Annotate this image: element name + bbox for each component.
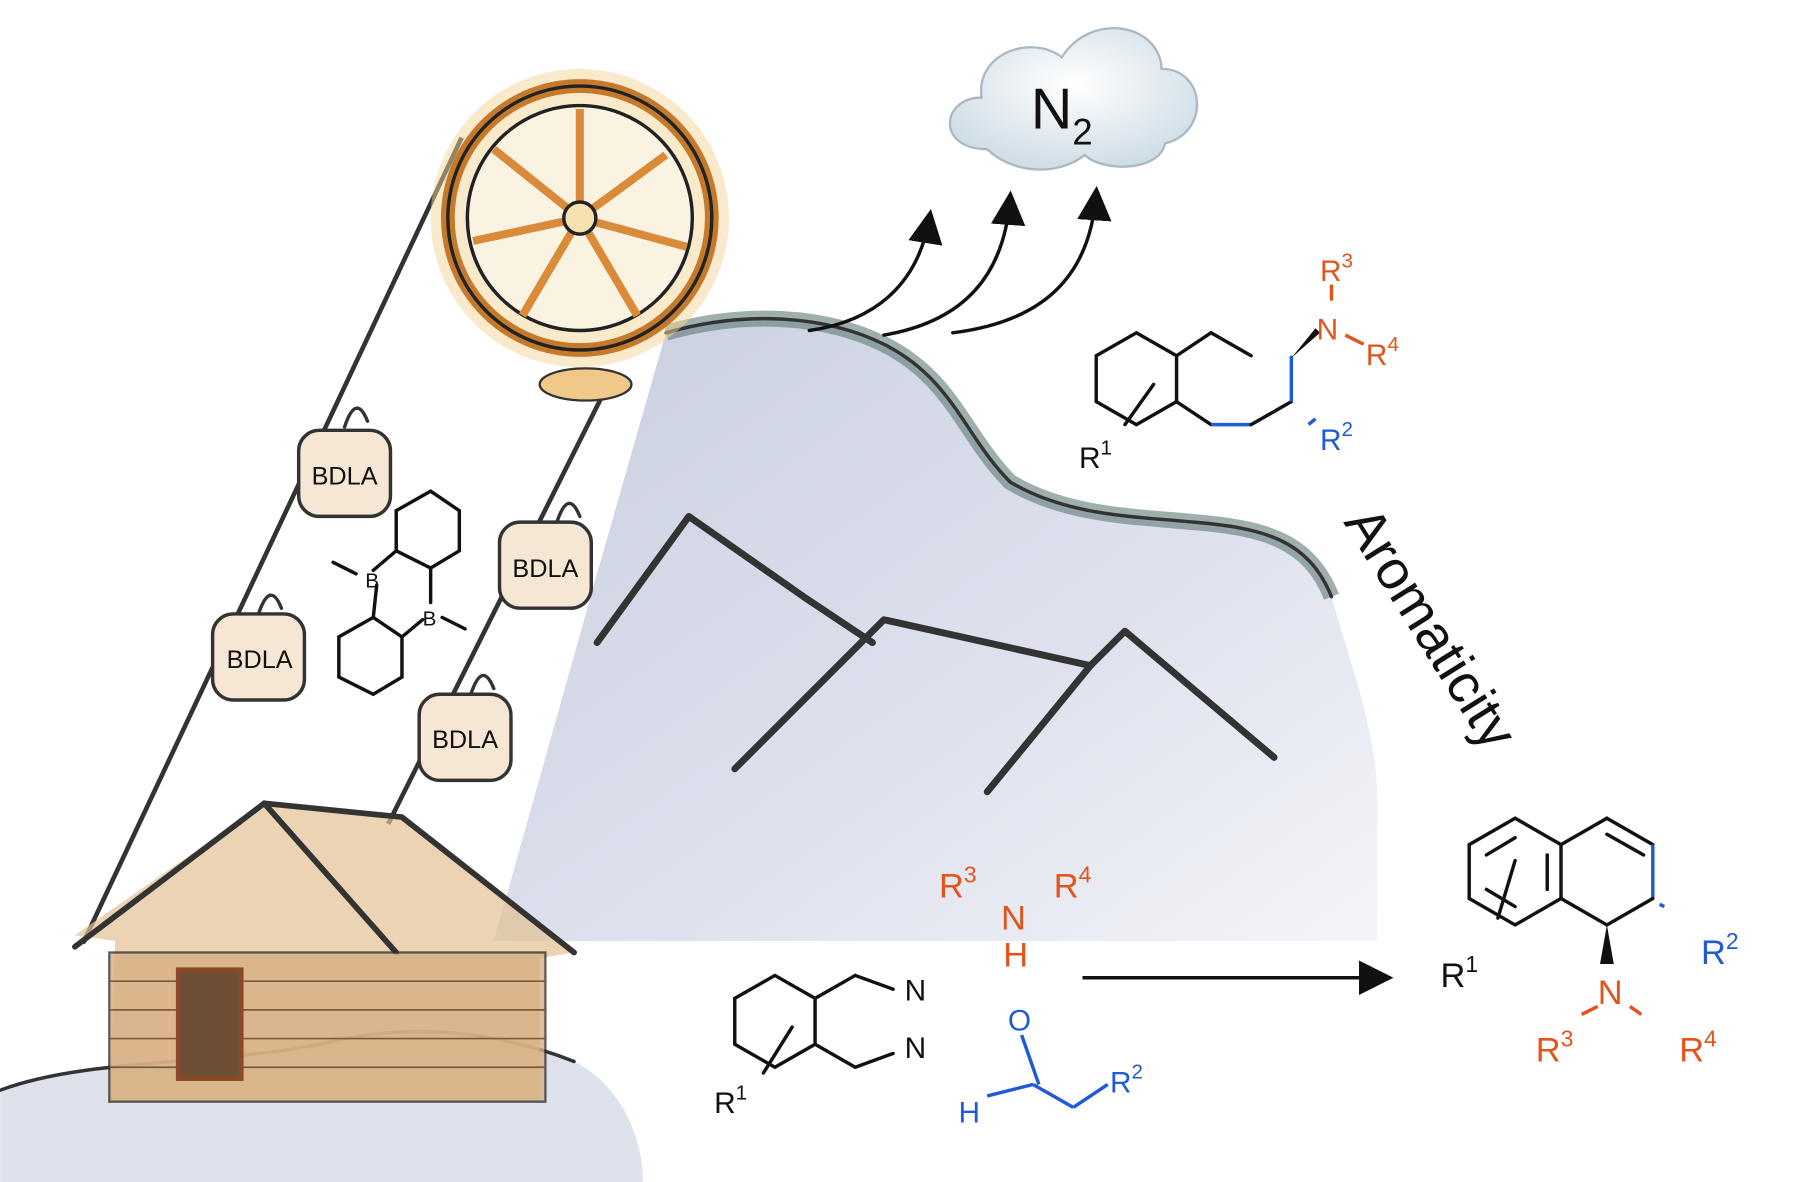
rope-left bbox=[80, 136, 464, 945]
catalyst-structure: B B bbox=[331, 489, 467, 697]
final-product-structure: R1 R2 N R3 R4 bbox=[1441, 816, 1739, 1070]
r3-label: R3 bbox=[1320, 249, 1353, 288]
svg-text:R1: R1 bbox=[714, 1081, 747, 1120]
gondola: BDLA bbox=[497, 501, 594, 610]
svg-text:BDLA: BDLA bbox=[432, 726, 498, 754]
cabin-door bbox=[175, 967, 244, 1082]
svg-text:B: B bbox=[365, 570, 379, 593]
r1-label: R1 bbox=[1079, 436, 1112, 475]
top-product-structure: R3 N R4 R2 R1 bbox=[1079, 249, 1399, 475]
r2-label: R2 bbox=[1320, 418, 1353, 457]
svg-text:BDLA: BDLA bbox=[227, 646, 293, 674]
mountain-crack bbox=[593, 512, 876, 647]
svg-text:O: O bbox=[1008, 1005, 1031, 1038]
svg-text:N: N bbox=[905, 975, 927, 1008]
svg-text:R3: R3 bbox=[1536, 1026, 1574, 1070]
mountain-crack bbox=[983, 662, 1094, 796]
svg-text:R3: R3 bbox=[939, 861, 977, 905]
wheel bbox=[430, 68, 730, 402]
gondola: BDLA bbox=[417, 673, 513, 783]
cabin bbox=[72, 800, 577, 1103]
r4-label: R4 bbox=[1366, 333, 1399, 372]
gas-release-arrows bbox=[807, 185, 1112, 337]
mountain bbox=[493, 310, 1378, 942]
svg-text:N: N bbox=[1598, 974, 1623, 1012]
svg-text:N: N bbox=[1317, 314, 1339, 347]
aldehyde-reactant: O H R2 bbox=[959, 1005, 1144, 1130]
svg-text:R2: R2 bbox=[1701, 928, 1739, 972]
svg-text:B: B bbox=[423, 607, 437, 630]
gondola: BDLA bbox=[296, 406, 393, 519]
svg-text:BDLA: BDLA bbox=[512, 555, 578, 583]
svg-text:N: N bbox=[1001, 900, 1026, 938]
svg-text:N: N bbox=[905, 1032, 927, 1065]
amine-reactant: R3 N H R4 bbox=[939, 861, 1092, 974]
svg-text:BDLA: BDLA bbox=[312, 462, 378, 490]
svg-text:N2: N2 bbox=[1031, 78, 1093, 153]
n2-cloud: N2 bbox=[948, 27, 1199, 171]
svg-text:R4: R4 bbox=[1679, 1026, 1717, 1070]
svg-text:H: H bbox=[1003, 936, 1028, 974]
svg-text:R1: R1 bbox=[1441, 951, 1479, 995]
phthalazine-reactant: N N R1 bbox=[714, 973, 927, 1120]
svg-text:H: H bbox=[959, 1096, 981, 1129]
svg-text:R2: R2 bbox=[1110, 1061, 1143, 1100]
gondola: BDLA bbox=[210, 593, 307, 702]
svg-text:R4: R4 bbox=[1054, 861, 1092, 905]
